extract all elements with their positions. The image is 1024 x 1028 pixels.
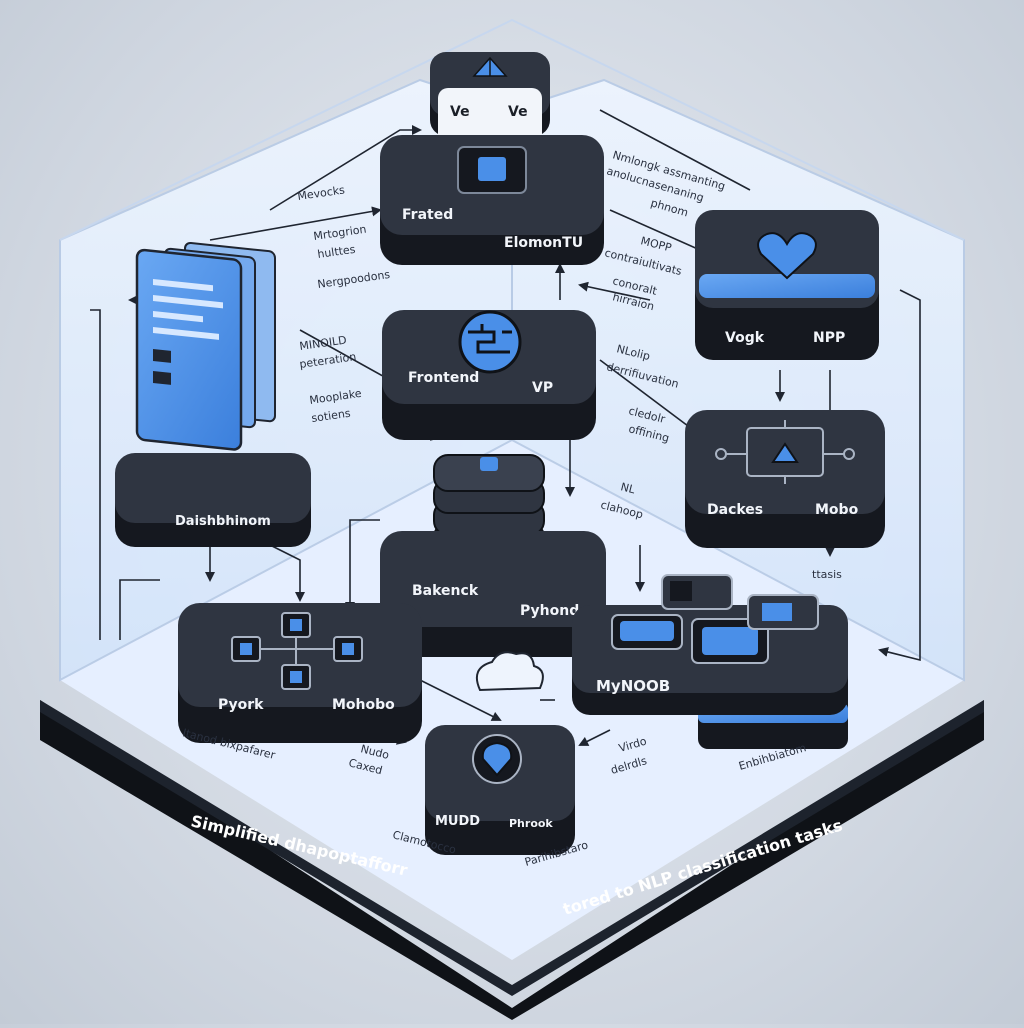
top-badge-label-left: Ve [450, 104, 470, 120]
cloud-icon [476, 651, 544, 692]
mudd-phrook-label-right: Phrook [509, 817, 553, 830]
frontend-element-label-right: ElomonTU [504, 235, 583, 251]
document-stack-icon [135, 241, 276, 451]
mynoob-label: MyNOOB [596, 677, 670, 695]
dackes-mobo-block[interactable]: Dackes Mobo [685, 410, 885, 548]
blocks-icon [611, 574, 819, 664]
pyork-mohobo-label-left: Pyork [218, 697, 264, 713]
top-badge-block[interactable]: Ve Ve [430, 52, 550, 144]
backend-python-label-left: Bakenck [412, 583, 479, 599]
frontend-vp-block[interactable]: Frontend VP [382, 310, 596, 440]
note-tasis: ttasis [812, 568, 842, 581]
note-nl-1: NL [619, 480, 637, 496]
dashboard-block[interactable]: Daishbhinom [115, 241, 311, 547]
dashboard-label: Daishbhinom [175, 514, 271, 529]
frontend-vp-label-right: VP [532, 380, 553, 396]
maze-icon [458, 310, 522, 374]
frontend-element-block[interactable]: Frated ElomonTU [380, 135, 604, 265]
chip-icon [457, 146, 527, 194]
frontend-element-label-left: Frated [402, 207, 453, 223]
heart-icon [757, 232, 817, 280]
backend-python-block[interactable]: Bakenck Pyhond [380, 454, 606, 657]
pyork-mohobo-label-right: Mohobo [332, 697, 395, 713]
dackes-mobo-label-right: Mobo [815, 502, 859, 518]
mudd-phrook-label-left: MUDD [435, 814, 480, 829]
note-mooplake-2: sotiens [311, 407, 352, 425]
network-icon [231, 612, 363, 690]
circuit-icon [715, 420, 855, 484]
backend-python-label-right: Pyhond [520, 603, 579, 619]
pyork-mohobo-block[interactable]: Pyork Mohobo [178, 603, 422, 743]
mynoob-block[interactable]: MyNOOB [572, 574, 848, 749]
pyramid-icon [472, 56, 508, 77]
frontend-vp-label-left: Frontend [408, 370, 479, 386]
location-pin-icon [472, 734, 522, 784]
vogk-npp-label-left: Vogk [725, 330, 765, 346]
mudd-phrook-block[interactable]: MUDD Phrook [425, 725, 575, 855]
note-mrgrion-2: hulttes [317, 243, 357, 261]
vogk-npp-block[interactable]: Vogk NPP [695, 210, 879, 360]
base-platform: Simplified dhapoptafforr tored to NLP cl… [40, 440, 984, 1020]
top-badge-label-right: Ve [508, 104, 528, 120]
dackes-mobo-label-left: Dackes [707, 502, 763, 518]
vogk-npp-label-right: NPP [813, 330, 845, 346]
